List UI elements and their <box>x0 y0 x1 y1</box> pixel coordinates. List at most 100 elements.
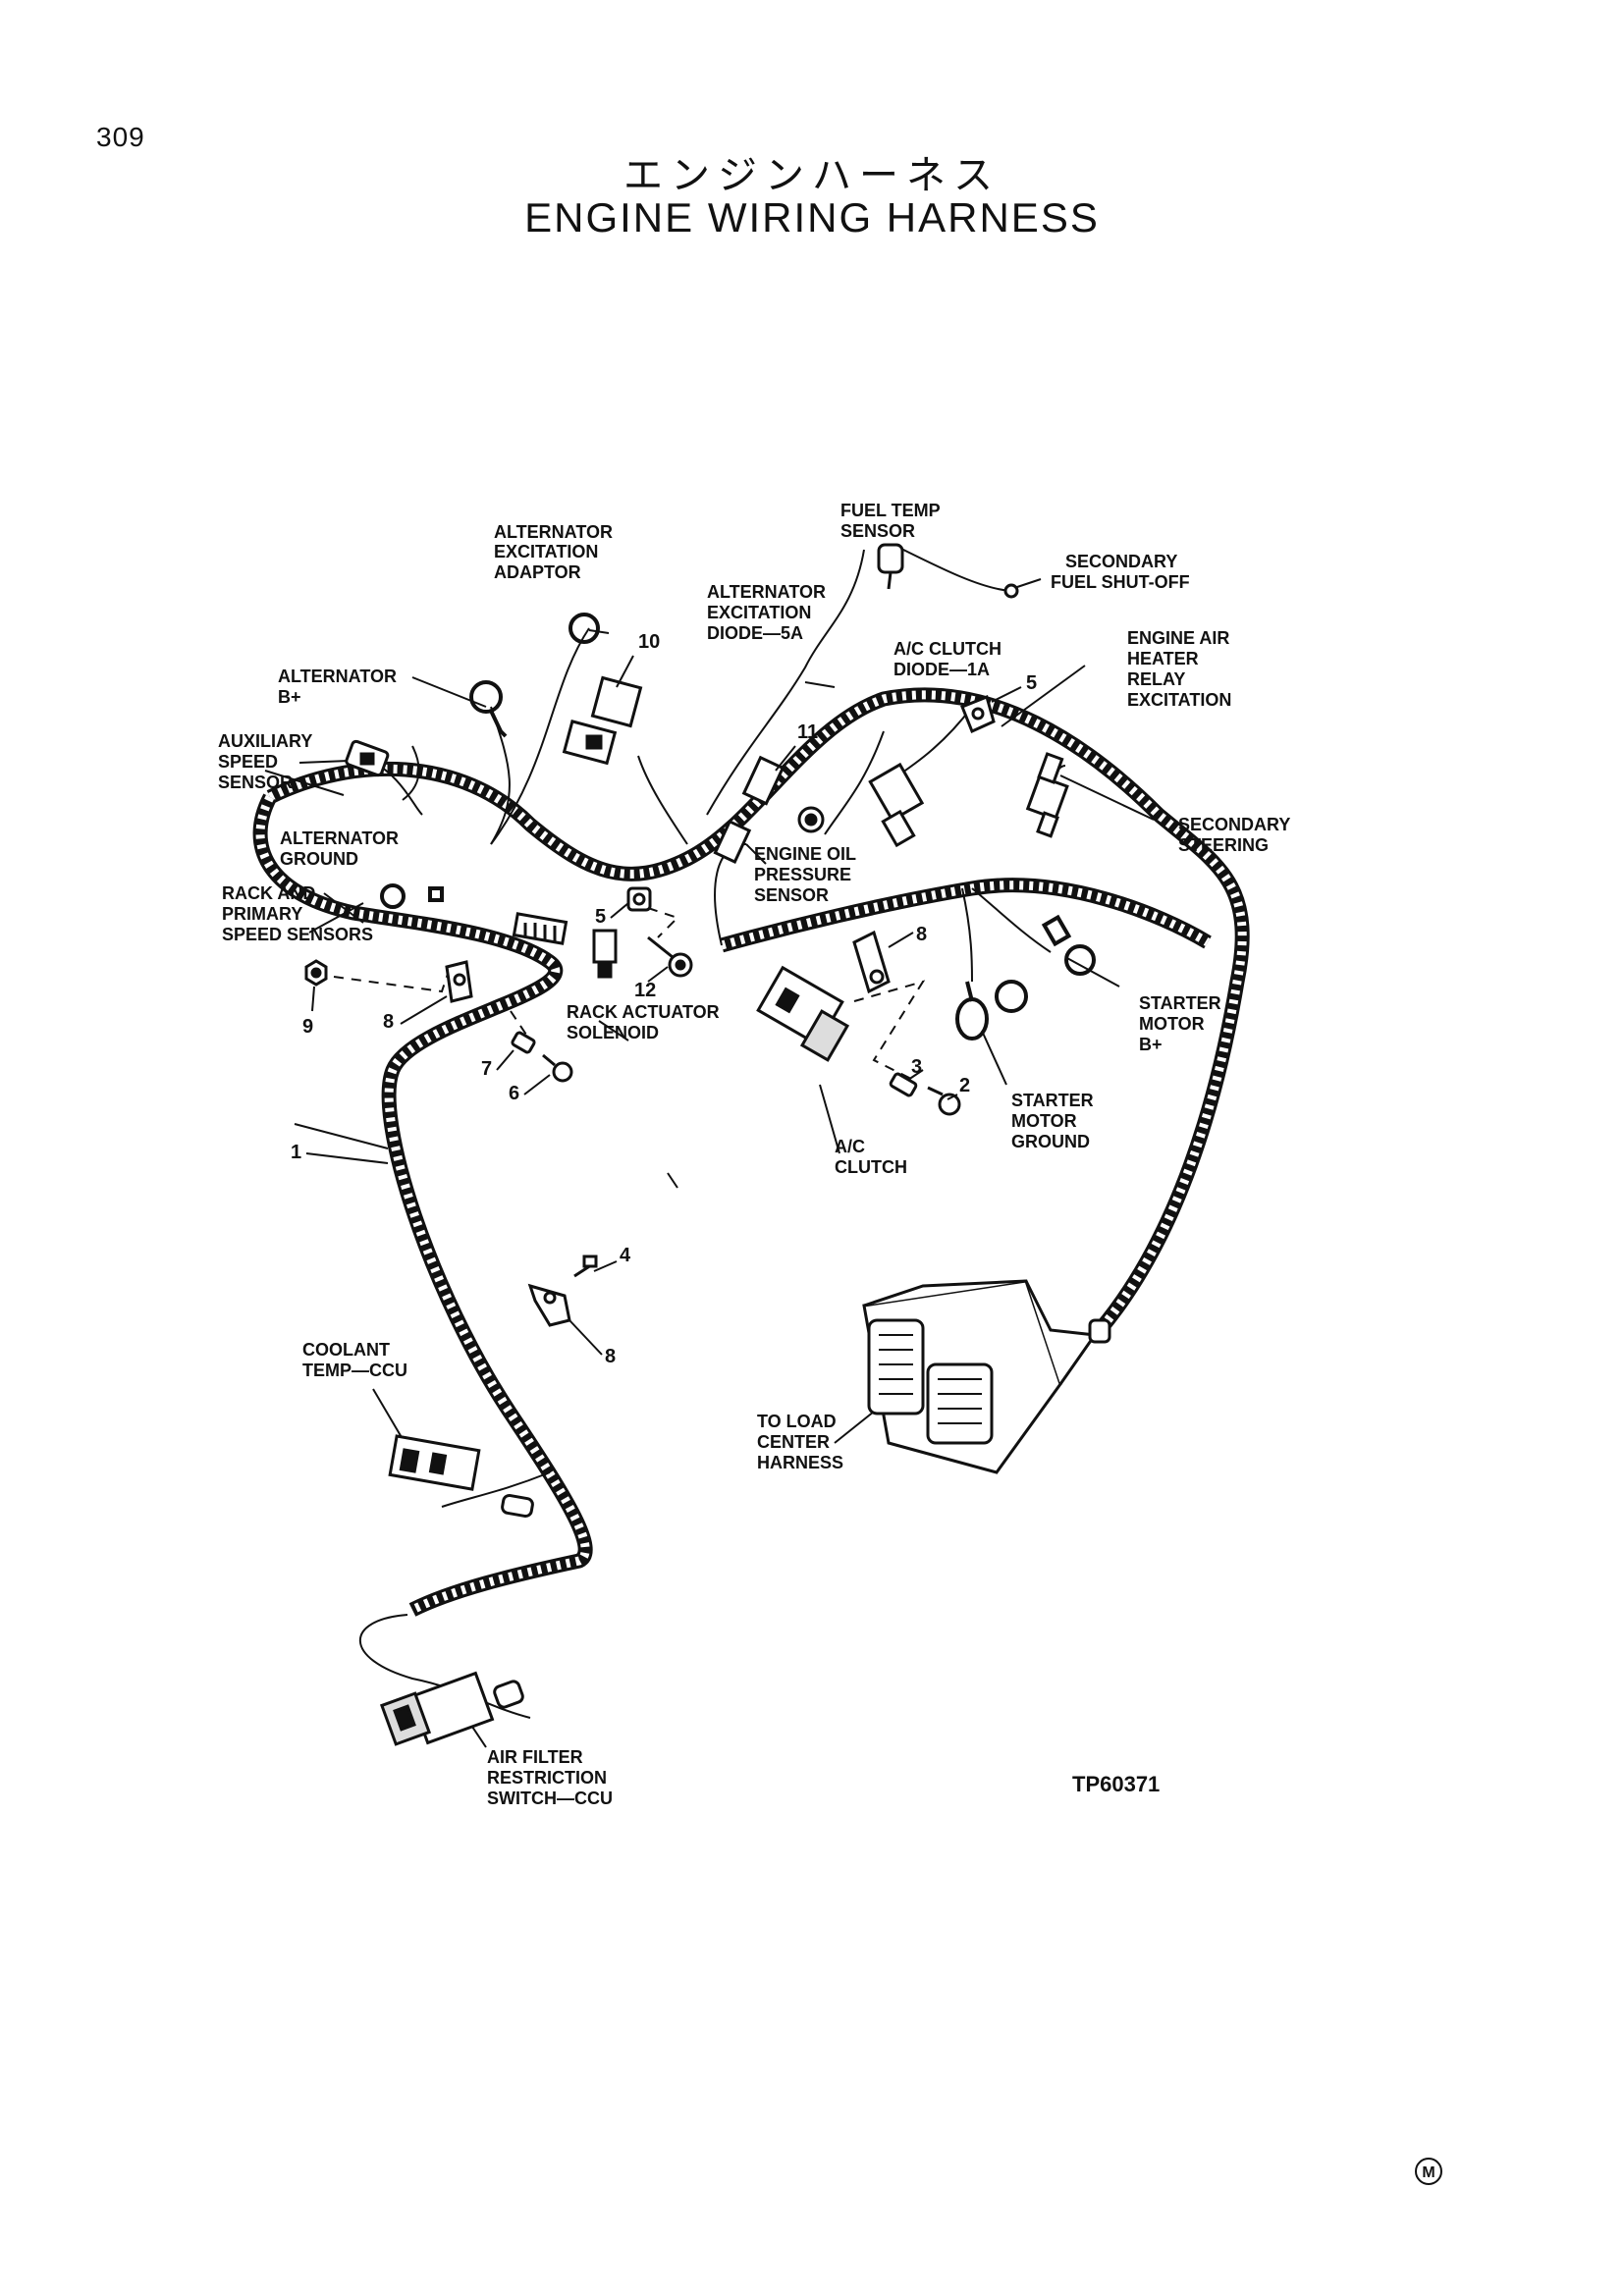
callout-7: 7 <box>481 1058 492 1080</box>
secondary-steering-label: SECONDARY STEERING <box>1178 815 1290 855</box>
svg-text:SENSOR: SENSOR <box>840 521 915 541</box>
svg-text:A/C CLUTCH: A/C CLUTCH <box>893 639 1001 659</box>
svg-text:ENGINE AIR: ENGINE AIR <box>1127 628 1229 648</box>
m-mark-icon: M <box>1415 2158 1442 2185</box>
harness-main-trunk <box>266 687 1250 1335</box>
svg-text:SPEED: SPEED <box>218 752 278 772</box>
callout-8-lower: 8 <box>605 1346 616 1367</box>
svg-text:FUEL SHUT-OFF: FUEL SHUT-OFF <box>1051 572 1190 592</box>
callout-5-right: 5 <box>1026 672 1037 694</box>
svg-text:SECONDARY: SECONDARY <box>1065 552 1177 571</box>
engine-oil-pressure-sensor <box>797 806 825 833</box>
page-number: 309 <box>96 122 145 152</box>
starter-motor-b-plus-terminal <box>1041 914 1096 976</box>
rack-speed-sensor-connector <box>512 912 568 945</box>
callout-5-left: 5 <box>595 906 606 928</box>
svg-text:HEATER: HEATER <box>1127 649 1199 668</box>
svg-text:TEMP—CCU: TEMP—CCU <box>302 1361 407 1380</box>
alternator-excitation-adaptor-ring <box>568 613 600 644</box>
callout-9: 9 <box>302 1016 313 1038</box>
svg-text:ALTERNATOR: ALTERNATOR <box>280 828 399 848</box>
rack-actuator-solenoid-label: RACK ACTUATOR SOLENOID <box>567 1002 720 1042</box>
nut-part-9 <box>304 959 328 987</box>
svg-text:PRESSURE: PRESSURE <box>754 865 851 884</box>
load-center-harness-connector <box>862 1279 1111 1474</box>
svg-text:ALTERNATOR: ALTERNATOR <box>278 667 397 686</box>
title-english: ENGINE WIRING HARNESS <box>524 194 1100 240</box>
auxiliary-speed-sensor-label: AUXILIARY SPEED SENSOR <box>218 731 312 792</box>
bolt-part-6 <box>542 1053 573 1083</box>
secondary-fuel-shutoff-label: SECONDARY FUEL SHUT-OFF <box>1051 552 1190 592</box>
starter-motor-ground-ring <box>995 980 1028 1013</box>
ac-clutch-diode-label: A/C CLUTCH DIODE—1A <box>893 639 1001 679</box>
callout-12: 12 <box>634 980 656 1001</box>
coolant-temp-sensor-connector <box>388 1434 534 1519</box>
ac-clutch-label: A/C CLUTCH <box>835 1137 907 1177</box>
svg-text:AUXILIARY: AUXILIARY <box>218 731 312 751</box>
svg-text:ENGINE OIL: ENGINE OIL <box>754 844 856 864</box>
callout-11: 11 <box>797 721 818 743</box>
svg-text:SECONDARY: SECONDARY <box>1178 815 1290 834</box>
svg-text:CLUTCH: CLUTCH <box>835 1157 907 1177</box>
svg-text:EXCITATION: EXCITATION <box>494 542 598 561</box>
engine-air-heater-relay-label: ENGINE AIR HEATER RELAY EXCITATION <box>1127 628 1231 710</box>
svg-text:DIODE—5A: DIODE—5A <box>707 623 803 643</box>
ac-clutch-connector <box>756 965 850 1062</box>
svg-text:COOLANT: COOLANT <box>302 1340 390 1360</box>
rack-actuator-solenoid-connector <box>592 929 618 979</box>
callout-3: 3 <box>911 1056 922 1078</box>
secondary-fuel-shutoff-lead <box>1003 583 1019 599</box>
callout-6: 6 <box>509 1083 519 1104</box>
svg-text:STARTER: STARTER <box>1139 993 1221 1013</box>
svg-text:SOLENOID: SOLENOID <box>567 1023 659 1042</box>
svg-text:PRIMARY: PRIMARY <box>222 904 302 924</box>
svg-text:B+: B+ <box>1139 1035 1163 1054</box>
svg-text:SENSOR: SENSOR <box>754 885 829 905</box>
svg-text:EXCITATION: EXCITATION <box>707 603 811 622</box>
clip-part-5-left <box>626 886 652 912</box>
clamp-part-8-center <box>852 930 891 994</box>
ac-clutch-clamp-part-5 <box>960 694 996 734</box>
rack-primary-speed-sensors-label: RACK AND PRIMARY SPEED SENSORS <box>222 883 373 944</box>
title-japanese: エンジンハーネス <box>623 153 1001 198</box>
bracket-part-8-lower <box>527 1255 598 1327</box>
alternator-b-plus-label: ALTERNATOR B+ <box>278 667 397 707</box>
spacer-part-3 <box>889 1072 918 1097</box>
svg-text:SPEED SENSORS: SPEED SENSORS <box>222 925 373 944</box>
svg-text:DIODE—1A: DIODE—1A <box>893 660 990 679</box>
auxiliary-speed-sensor <box>345 739 390 777</box>
svg-text:ALTERNATOR: ALTERNATOR <box>494 522 613 542</box>
secondary-steering-switch <box>1025 752 1069 838</box>
coolant-temp-ccu-label: COOLANT TEMP—CCU <box>302 1340 407 1380</box>
fuel-temp-sensor <box>877 543 904 590</box>
diode-5a-part-10 <box>562 675 643 766</box>
spacer-part-7 <box>511 1031 536 1054</box>
svg-text:EXCITATION: EXCITATION <box>1127 690 1231 710</box>
diode-1a-part-11 <box>713 755 785 864</box>
alternator-excitation-diode-label: ALTERNATOR EXCITATION DIODE—5A <box>707 582 826 643</box>
svg-text:FUEL TEMP: FUEL TEMP <box>840 501 941 520</box>
svg-text:MOTOR: MOTOR <box>1139 1014 1205 1034</box>
engine-oil-pressure-sensor-label: ENGINE OIL PRESSURE SENSOR <box>754 844 856 905</box>
air-filter-restriction-switch-label: AIR FILTER RESTRICTION SWITCH—CCU <box>487 1747 613 1808</box>
svg-text:ALTERNATOR: ALTERNATOR <box>707 582 826 602</box>
harness-left-branch <box>252 793 593 1617</box>
starter-motor-ground-terminal <box>955 981 989 1041</box>
engine-air-heater-relay-connector <box>868 762 925 848</box>
fuel-temp-sensor-label: FUEL TEMP SENSOR <box>840 501 941 541</box>
svg-text:SWITCH—CCU: SWITCH—CCU <box>487 1789 613 1808</box>
alternator-ground-ring <box>380 883 444 909</box>
bolt-part-2 <box>927 1086 961 1116</box>
svg-text:A/C: A/C <box>835 1137 865 1156</box>
svg-text:CENTER: CENTER <box>757 1432 830 1452</box>
svg-text:RACK AND: RACK AND <box>222 883 315 903</box>
callout-1: 1 <box>291 1142 301 1163</box>
callout-2: 2 <box>959 1075 970 1096</box>
callout-10: 10 <box>638 631 660 653</box>
svg-text:STARTER: STARTER <box>1011 1091 1094 1110</box>
svg-text:MOTOR: MOTOR <box>1011 1111 1077 1131</box>
svg-text:ADAPTOR: ADAPTOR <box>494 562 581 582</box>
alternator-excitation-adaptor-label: ALTERNATOR EXCITATION ADAPTOR <box>494 522 613 582</box>
